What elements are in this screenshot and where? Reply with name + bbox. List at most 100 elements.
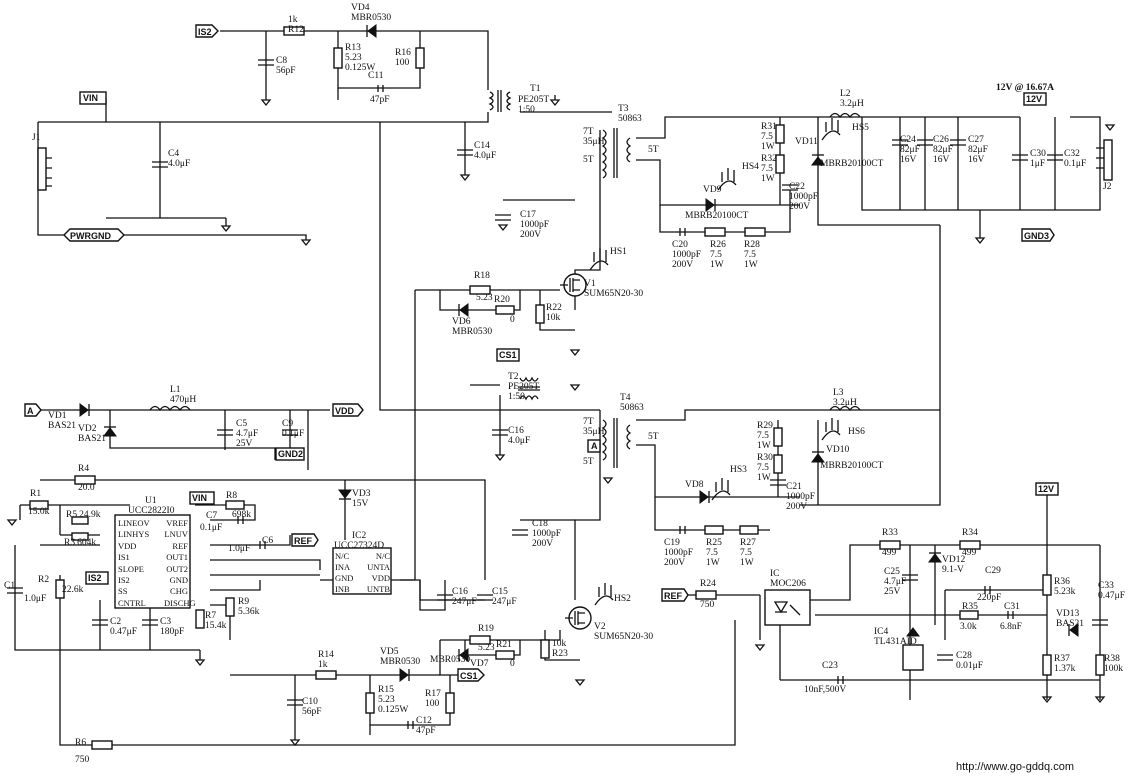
capacitor-c7 [237, 516, 244, 524]
watermark-url: http://www.go-gddq.com [956, 761, 1075, 773]
label-r33-val: 499 [882, 548, 897, 558]
resistor-r16 [415, 47, 425, 69]
diode-vd7 [458, 648, 469, 662]
label-r20: R20 [494, 295, 510, 305]
transformer-t3 [601, 128, 632, 179]
capacitor-c33 [1092, 619, 1108, 626]
resistor-r37 [1042, 654, 1052, 676]
resistor-r27 [739, 525, 759, 535]
label-c31-val: 6.8nF [1000, 622, 1022, 632]
label-r4: R4 [78, 464, 90, 474]
label-t3-5t: 5T [648, 145, 659, 155]
connector-j1 [37, 147, 52, 191]
diode-vd10 [811, 451, 825, 463]
resistor-r9 [225, 597, 235, 617]
label-r1-val: 15.0k [28, 507, 50, 517]
heatsink-hs1 [589, 248, 609, 271]
capacitor-c8 [258, 59, 274, 66]
label-j1: J1 [32, 133, 41, 143]
label-hs3: HS3 [730, 465, 747, 475]
capacitor-c10 [287, 699, 303, 706]
resistor-r23 [540, 639, 550, 659]
capacitor-c30 [1012, 154, 1028, 161]
net-label-is2-ic: IS2 [85, 571, 109, 585]
label-r4-val: 20.0 [78, 483, 95, 493]
capacitor-c19 [679, 526, 686, 534]
resistor-r33 [879, 540, 901, 550]
net-label-vin2: VIN [189, 491, 215, 505]
ground-symbols [6, 99, 1116, 747]
label-vd11-part: MBRB20100CT [820, 159, 884, 169]
diodes [79, 24, 1079, 682]
capacitor-c4 [152, 161, 168, 168]
diode-vd3 [338, 489, 352, 500]
resistor-r25 [704, 525, 724, 535]
net-label-a: A [24, 403, 42, 417]
label-ic2-part: UCC27324D [334, 541, 385, 551]
label-r18-val: 5.23 [476, 293, 493, 303]
resistor-r31 [775, 124, 785, 144]
label-vd8: VD8 [685, 480, 704, 490]
resistor-r38 [1095, 654, 1105, 676]
capacitor-c14 [457, 149, 473, 156]
capacitor-c17 [495, 214, 511, 221]
diode-vd5 [399, 668, 410, 682]
diode-vd12 [928, 552, 942, 563]
resistor-r30 [773, 454, 783, 474]
svg-text:REF: REF [664, 591, 683, 601]
label-c1-val: 1.0μF [24, 594, 47, 604]
label-t1: T1 [530, 84, 541, 94]
resistor-r35 [959, 610, 979, 620]
capacitor-c20 [679, 228, 686, 236]
label-vd7: VD7 [470, 659, 489, 669]
heatsink-hs6 [821, 418, 841, 441]
capacitor-c31 [1007, 611, 1014, 619]
transformer-t4 [601, 418, 632, 468]
capacitor-c22 [782, 184, 798, 191]
svg-text:PWRGND: PWRGND [70, 231, 111, 241]
resistor-r22 [535, 304, 545, 324]
capacitor-c16b [437, 594, 453, 601]
label-r33: R33 [882, 528, 898, 538]
diode-vd2 [103, 426, 117, 437]
diode-vd11 [811, 154, 825, 166]
label-c7: C7 [206, 511, 218, 521]
net-label-vdd: VDD [332, 403, 364, 417]
capacitor-c29 [984, 586, 991, 594]
label-r19: R19 [478, 624, 494, 634]
diode-vd6 [458, 303, 469, 317]
label-c29: C29 [985, 566, 1001, 576]
svg-text:CS1: CS1 [499, 350, 517, 360]
